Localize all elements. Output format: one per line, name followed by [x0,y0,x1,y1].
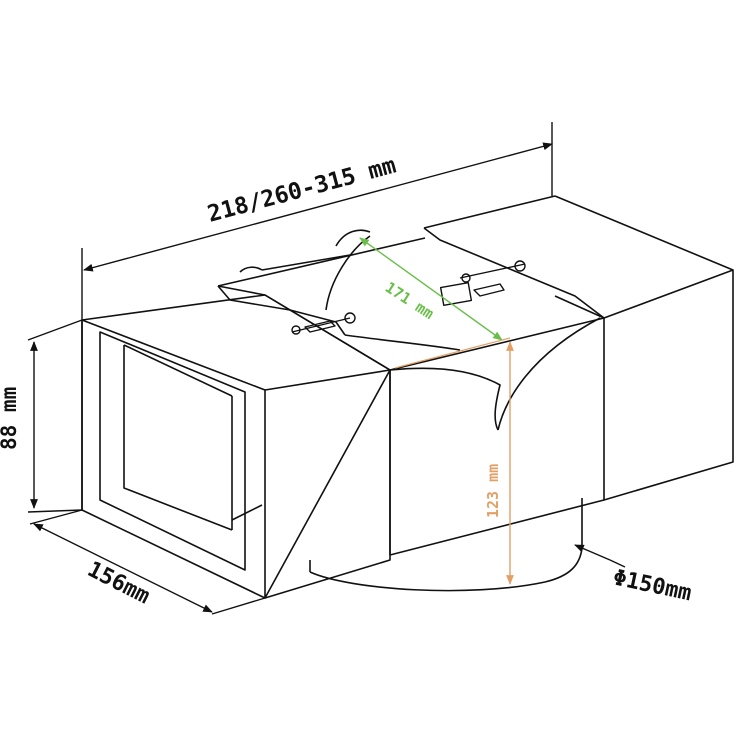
length-dimension-line [83,142,553,272]
saddle-arc-right [497,317,601,431]
duct-body [81,195,734,599]
diameter-label: Φ150mm [611,565,694,606]
arc-width-label: 171 mm [382,278,437,323]
front-frame-inner [99,331,246,571]
length-label: 218/260-315 mm [205,153,399,228]
width-dimension-line [33,523,213,613]
arc-width-dimension-line [359,237,503,341]
saddle-arc-front [389,367,501,431]
dimension-lines [27,122,626,615]
clip-right [439,260,526,306]
clip-left [291,312,356,335]
width-label: 156mm [83,557,153,609]
saddle-arc-left [325,235,371,311]
right-section [554,195,734,501]
height-label: 88 mm [0,387,21,450]
round-outlet [309,498,583,592]
front-frame-outer [81,294,391,599]
diameter-leader [574,544,611,561]
outlet-height-label: 123 mm [484,464,502,518]
middle-section [389,317,605,371]
